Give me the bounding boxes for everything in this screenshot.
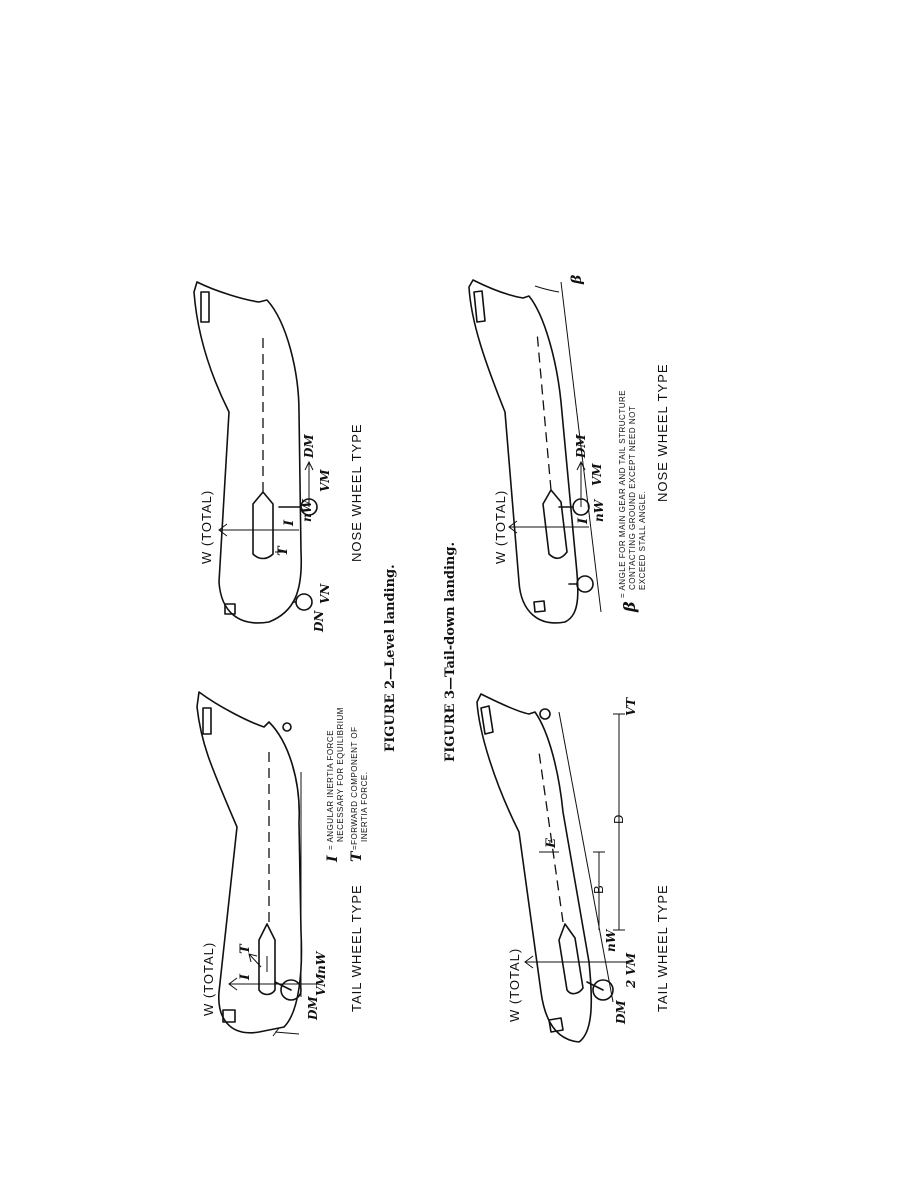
fig2-nw-sym-I: I [282,519,297,527]
fig2-tw-sym-nW: nW [314,950,328,974]
fig3-tw-sym-D: D [611,814,626,824]
fig2-nose-wheel-airplane [193,281,318,624]
fig2-nw-type-label: NOSE WHEEL TYPE [349,423,364,562]
fig2-legend-sym-T: T [349,850,365,862]
fig3-beta-note-1: = ANGLE FOR MAIN GEAR AND TAIL STRUCTURE [618,390,627,598]
fig3-nw-sym-DM: DM [574,434,588,459]
fig3-tw-type-label: TAIL WHEEL TYPE [655,884,670,1012]
fig3-tw-sym-E: E [544,837,559,849]
fig3-tw-sym-VT: VT [624,697,638,716]
fig2-legend-sym-I: I [325,855,341,863]
fig2-tw-sym-DM: DM [306,996,320,1021]
fig2-legend-I-text: = ANGULAR INERTIA FORCE [326,730,335,850]
fig3-tw-sym-VM: 2 VM [624,952,638,989]
rotated-figure-sheet: W (TOTAL) I T DM VM nW TAIL WHEEL TYPE I… [189,266,731,1052]
fig3-tw-sym-nW: nW [604,928,618,952]
fig3-beta-note-sym: β [620,601,639,613]
fig2-legend-T-text: =FORWARD COMPONENT OF [350,727,359,850]
fig2-nw-sym-DN: DN [312,610,326,633]
fig3-caption: FIGURE 3—Tail-down landing. [443,542,458,762]
fig2-caption: FIGURE 2—Level landing. [383,564,398,752]
fig2-tw-type-label: TAIL WHEEL TYPE [349,884,364,1012]
fig3-tw-sym-DM: DM [614,1000,628,1025]
fig3-tail-wheel-airplane [476,693,629,1043]
fig3-beta-note-2: CONTACTING GROUND EXCEPT NEED NOT [628,406,637,590]
fig3-nose-wheel-airplane [468,279,602,624]
fig3-nw-sym-I: I [576,517,591,525]
fig2-nw-sym-VM: VM [318,469,332,492]
fig2-nw-sym-VN: VN [318,583,332,604]
fig3-nw-weight-label: W (TOTAL) [493,490,508,564]
fig3-nw-sym-nW: nW [592,498,606,522]
figures-svg: W (TOTAL) I T DM VM nW TAIL WHEEL TYPE I… [193,274,670,1043]
fig2-nw-weight-label: W (TOTAL) [199,490,214,564]
fig2-nw-sym-DM: DM [302,434,316,459]
fig2-tw-sym-T: T [238,943,253,954]
fig2-tail-wheel-airplane [196,691,317,1037]
fig3-beta-note-3: EXCEED STALL ANGLE. [638,491,647,590]
fig3-nw-sym-VM: VM [590,463,604,486]
fig2-nw-sym-nW: nW [300,498,314,522]
fig2-tw-sym-I: I [238,973,253,981]
fig2-tw-sym-VM: VM [314,973,328,996]
fig2-nw-sym-T: T [276,545,291,556]
fig3-nw-sym-beta: β [569,274,585,285]
fig2-tw-weight-label: W (TOTAL) [201,942,216,1016]
fig3-tw-sym-B: B [591,884,606,894]
fig3-tw-weight-label: W (TOTAL) [507,948,522,1022]
fig2-legend-I-text2: NECESSARY FOR EQUILIBRIUM [336,707,345,842]
fig2-legend-T-text2: INERTIA FORCE. [360,772,369,842]
fig3-nw-type-label: NOSE WHEEL TYPE [655,363,670,502]
